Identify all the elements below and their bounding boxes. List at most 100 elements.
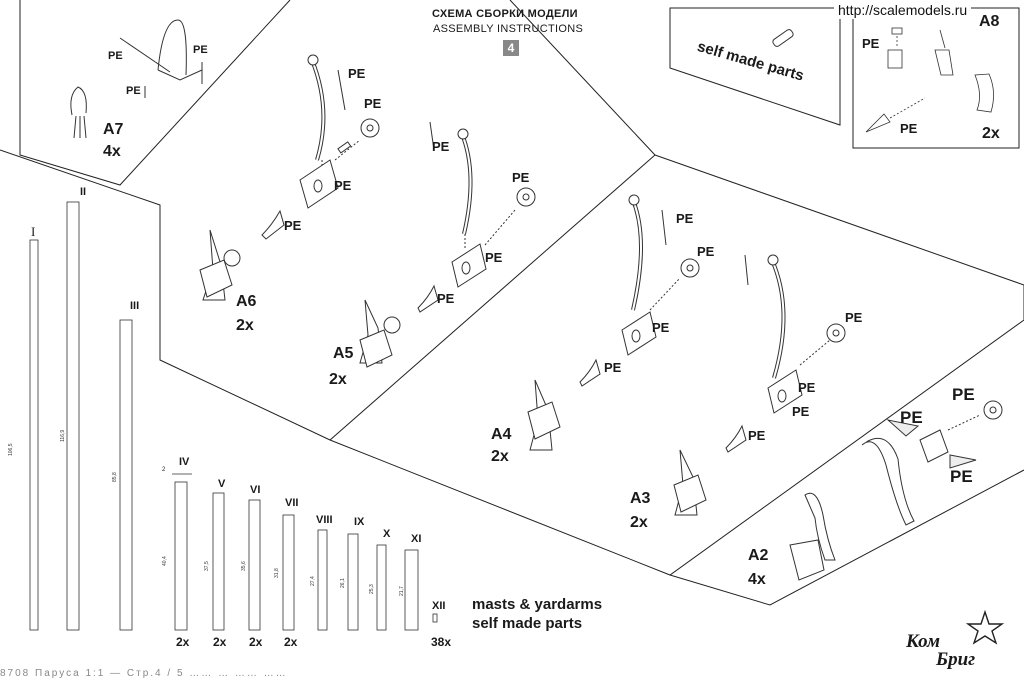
- a8-parts: [865, 27, 994, 133]
- a4-pe-2: PE: [697, 244, 715, 259]
- mast-label-ii: II: [80, 186, 87, 198]
- yard-label-viii: VIII: [316, 514, 333, 526]
- a5-pe-4: PE: [437, 291, 455, 306]
- a7-panel-border: [19, 0, 291, 186]
- yard-count-iv: 2x: [176, 635, 190, 649]
- yard-bar-iv: [174, 481, 188, 631]
- a4-pe-1: PE: [676, 211, 694, 226]
- a4-pe-3: PE: [652, 320, 670, 335]
- a6-pe-2: PE: [364, 96, 382, 111]
- a3-pe-3: PE: [792, 404, 810, 419]
- yard-label-x: X: [383, 528, 391, 540]
- mast-bar-i: [29, 239, 39, 631]
- mast-bar-iii: [119, 319, 133, 631]
- a4-count: 2x: [491, 448, 509, 465]
- a4-pe-4: PE: [604, 360, 622, 375]
- logo-star-icon: [965, 609, 1005, 645]
- a6-count: 2x: [236, 317, 254, 334]
- a3-count: 2x: [630, 514, 648, 531]
- a6-pe-3: PE: [334, 178, 352, 193]
- a4-label: A4: [491, 426, 512, 443]
- a7-pe-2: PE: [193, 44, 208, 56]
- a2-count: 4x: [748, 571, 766, 588]
- a2-pe-3: PE: [950, 467, 973, 486]
- yard-dim-vi: 35,6: [241, 561, 247, 571]
- a6-a5-panel-border: [0, 0, 656, 441]
- watermark-url[interactable]: http://scalemodels.ru: [834, 1, 972, 19]
- yard-dim-viii: 27,4: [310, 576, 316, 586]
- yard-count-vii: 2x: [284, 635, 298, 649]
- dowel-part: [772, 29, 794, 47]
- mast-label-i: I: [31, 224, 36, 239]
- a5-pe-3: PE: [485, 250, 503, 265]
- a7-pe-1: PE: [108, 50, 123, 62]
- yard-bar-v: [212, 492, 225, 631]
- a6-parts: [199, 54, 380, 301]
- part-xii: [432, 613, 438, 623]
- part-label-xii: XII: [432, 600, 446, 612]
- a7-parts: [70, 19, 203, 139]
- yard-iv-small-dim: 2: [162, 467, 166, 473]
- a5-label: A5: [333, 345, 354, 362]
- a3-pe-1: PE: [845, 310, 863, 325]
- a2-pe-2: PE: [900, 408, 923, 427]
- mast-label-iii: III: [130, 300, 140, 312]
- yard-count-v: 2x: [213, 635, 227, 649]
- kombrig-logo-line2: Бриг: [936, 649, 976, 670]
- yard-dim-x: 25,3: [369, 584, 375, 594]
- a8-count: 2x: [982, 125, 1000, 142]
- a8-pe-2: PE: [900, 121, 918, 136]
- yard-dim-iv: 40,4: [162, 556, 168, 566]
- a5-pe-1: PE: [432, 139, 450, 154]
- a2-label: A2: [748, 547, 769, 564]
- yard-label-xi: XI: [411, 533, 422, 545]
- a6-pe-4: PE: [284, 218, 302, 233]
- title-ru: СХЕМА СБОРКИ МОДЕЛИ: [432, 8, 578, 20]
- masts-note-line1: masts & yardarms: [472, 596, 603, 613]
- yard-label-iv: IV: [179, 456, 190, 468]
- masts-note-line2: self made parts: [472, 615, 583, 632]
- a8-label: A8: [979, 13, 1000, 30]
- a5-parts: [359, 121, 536, 368]
- a6-pe-1: PE: [348, 66, 366, 81]
- a8-pe-1: PE: [862, 36, 880, 51]
- yard-dim-v: 37,5: [204, 561, 210, 571]
- part-count-xii: 38x: [431, 635, 452, 649]
- mast-dim-ii: 116,9: [60, 429, 66, 442]
- yard-bar-vii: [282, 514, 295, 631]
- a7-pe-3: PE: [126, 85, 141, 97]
- a4-a3-panel-border: [329, 154, 1024, 576]
- mast-dim-iii: 85,8: [112, 472, 118, 482]
- a2-pe-1: PE: [952, 385, 975, 404]
- a7-count: 4x: [103, 143, 121, 160]
- a3-label: A3: [630, 490, 651, 507]
- a3-parts: [673, 254, 846, 516]
- yard-bar-viii: [317, 529, 328, 631]
- yard-bar-x: [376, 544, 387, 631]
- a3-pe-4: PE: [748, 428, 766, 443]
- page-number-badge: 4: [503, 40, 519, 56]
- a7-label: A7: [103, 121, 124, 138]
- yard-dim-xi: 21,7: [399, 586, 405, 596]
- mast-bar-ii: [66, 201, 80, 631]
- yard-dim-vii: 31,8: [274, 568, 280, 578]
- a6-label: A6: [236, 293, 257, 310]
- yard-label-vi: VI: [250, 484, 261, 496]
- yard-bar-ix: [347, 533, 359, 631]
- kombrig-logo-line1: Ком: [906, 631, 940, 652]
- bottom-footer-text: 8708 Паруса 1:1 — Стр.4 / 5 …… … …… ……: [0, 668, 288, 679]
- a5-pe-2: PE: [512, 170, 530, 185]
- yard-bar-xi: [404, 549, 419, 631]
- self-made-parts-box: [669, 7, 841, 126]
- a4-parts: [527, 194, 700, 451]
- a3-pe-2: PE: [798, 380, 816, 395]
- mast-bars: [29, 201, 438, 631]
- yard-bar-vi: [248, 499, 261, 631]
- yard-dim-ix: 26,1: [340, 578, 346, 588]
- yard-label-ix: IX: [354, 516, 365, 528]
- title-en: ASSEMBLY INSTRUCTIONS: [433, 23, 584, 35]
- a2-parts: [789, 400, 1003, 581]
- yard-count-vi: 2x: [249, 635, 263, 649]
